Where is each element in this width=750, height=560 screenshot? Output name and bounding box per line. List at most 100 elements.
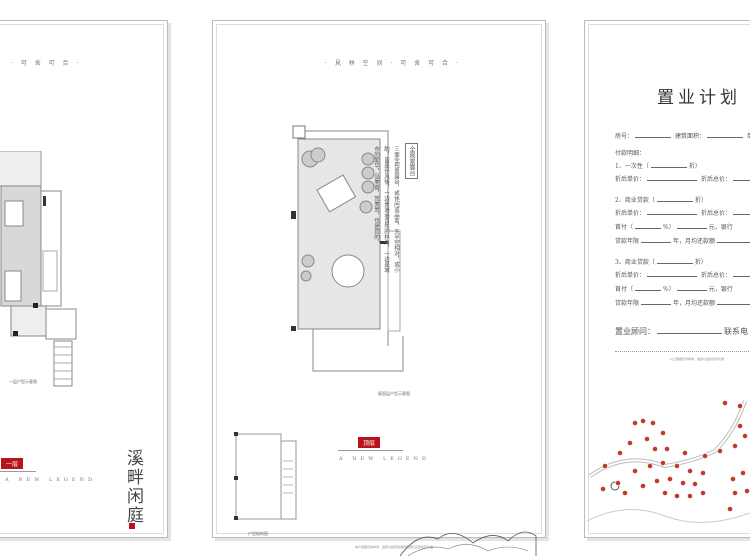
label-monthly: 年，月均还款额 <box>673 238 716 245</box>
percent-field[interactable] <box>635 285 662 291</box>
villa-marker <box>687 468 693 474</box>
form-title: 置业计划 <box>657 88 741 108</box>
amount-field[interactable] <box>676 285 707 291</box>
villa-marker <box>664 446 670 452</box>
villa-marker <box>744 488 750 494</box>
small-plan-caption: 户型结构图 <box>248 531 268 536</box>
label-area: 建筑面积： <box>674 133 705 140</box>
percent-label: %） <box>663 224 675 231</box>
label-discount-total: 折后总价： <box>700 176 731 183</box>
total-field[interactable] <box>732 175 750 181</box>
section-title: 全观景露台 <box>405 143 418 179</box>
villa-marker <box>740 470 746 476</box>
label-discount-total: 折后总价： <box>700 210 731 217</box>
total-field[interactable] <box>732 271 750 277</box>
right-page: 置业计划 房号： 建筑面积： 单价 付款明细： 1、一次性（折） 折后单价： 折… <box>584 20 750 538</box>
villa-marker <box>644 436 650 442</box>
villa-marker <box>737 423 743 429</box>
years-field[interactable] <box>641 299 672 305</box>
option-loan: 2、商业贷款（ <box>615 197 655 204</box>
label-discount-unit: 折后单价： <box>615 272 646 279</box>
villa-marker <box>660 430 666 436</box>
divider <box>0 471 36 472</box>
consultant-field[interactable] <box>657 328 722 334</box>
villa-marker <box>732 490 738 496</box>
label-payment-detail: 付款明细： <box>615 150 646 157</box>
total-field[interactable] <box>732 209 750 215</box>
legend-text: A NEW LEGEND <box>339 456 430 462</box>
villa-marker <box>674 493 680 499</box>
mountain-illustration <box>399 531 537 557</box>
vertical-title: 溪畔闲庭 <box>123 449 143 525</box>
small-structure-plan <box>234 432 297 520</box>
legend-text: A NEW LEGEND <box>5 477 96 483</box>
area-field[interactable] <box>706 132 743 138</box>
monthly-field[interactable] <box>717 299 750 305</box>
villa-marker <box>654 478 660 484</box>
unit-price-field[interactable] <box>647 271 698 277</box>
label-down-payment: 首付（ <box>615 286 634 293</box>
villa-marker <box>632 420 638 426</box>
villa-marker <box>602 463 608 469</box>
amount-field[interactable] <box>676 223 707 229</box>
label-discount-unit: 折后单价： <box>615 176 646 183</box>
villa-marker <box>650 420 656 426</box>
percent-label: %） <box>663 286 675 293</box>
label-contact: 联系电 <box>724 327 748 336</box>
villa-marker <box>730 476 736 482</box>
yuan-label: 元，银行 <box>708 286 733 293</box>
red-seal <box>129 523 135 529</box>
villa-marker <box>674 463 680 469</box>
floor-tag: 顶层 <box>358 437 381 448</box>
option-loan-2: 3、商业贷款（ <box>615 259 655 266</box>
room-field[interactable] <box>635 132 672 138</box>
page-header: · 見 林 空 间 · 可 舍 可 合 · <box>325 60 461 67</box>
roof-floor-plan <box>291 125 404 372</box>
unit-price-field[interactable] <box>647 209 698 215</box>
percent-field[interactable] <box>635 223 662 229</box>
plan-caption: 屋面层户型示意图 <box>378 391 410 396</box>
villa-marker <box>647 463 653 469</box>
villa-marker <box>717 448 723 454</box>
villa-marker <box>732 443 738 449</box>
villa-marker <box>662 490 668 496</box>
villa-marker <box>660 460 666 466</box>
site-map <box>586 400 750 523</box>
divider <box>338 450 403 451</box>
villa-marker <box>700 490 706 496</box>
villa-marker <box>640 418 646 424</box>
monthly-field[interactable] <box>717 237 750 243</box>
label-discount-total: 折后总价： <box>700 272 731 279</box>
villa-marker <box>680 480 686 486</box>
floor-plan-first <box>0 151 77 387</box>
floor-tag: 一层 <box>1 458 24 469</box>
villa-marker <box>652 446 658 452</box>
villa-marker <box>727 506 733 512</box>
discount-field[interactable] <box>656 258 693 264</box>
discount-field[interactable] <box>650 162 687 168</box>
villa-marker <box>737 403 743 409</box>
villa-marker <box>632 468 638 474</box>
years-field[interactable] <box>641 237 672 243</box>
villa-marker <box>682 450 688 456</box>
unit-price-field[interactable] <box>647 175 698 181</box>
label-unit-price: 单价 <box>746 133 750 140</box>
label-loan-years: 贷款年限 <box>615 238 640 245</box>
footnote: 本户型图仅供参考，最终以政府批准的图纸及买卖合同为准 <box>355 545 434 549</box>
north-arrow-icon <box>610 481 620 491</box>
yuan-label: 元，银行 <box>708 224 733 231</box>
villa-marker <box>622 490 628 496</box>
villa-marker <box>742 433 748 439</box>
villa-marker <box>640 483 646 489</box>
label-down-payment: 首付（ <box>615 224 634 231</box>
discount-field[interactable] <box>656 196 693 202</box>
villa-marker <box>600 486 606 492</box>
villa-marker <box>667 476 673 482</box>
page-header: · 可 舍 可 合 · <box>11 60 82 67</box>
discount-suffix: 折） <box>694 197 707 204</box>
label-loan-years: 贷款年限 <box>615 300 640 307</box>
description-text: 三面全视景露台，或休闲或品茗，天半空相对，或小酌，皆是伴风情，一边是逍遥自然的林… <box>373 146 399 273</box>
label-consultant: 置业顾问： <box>615 327 655 336</box>
dotted-divider <box>615 351 750 352</box>
label-monthly: 年，月均还款额 <box>673 300 716 307</box>
